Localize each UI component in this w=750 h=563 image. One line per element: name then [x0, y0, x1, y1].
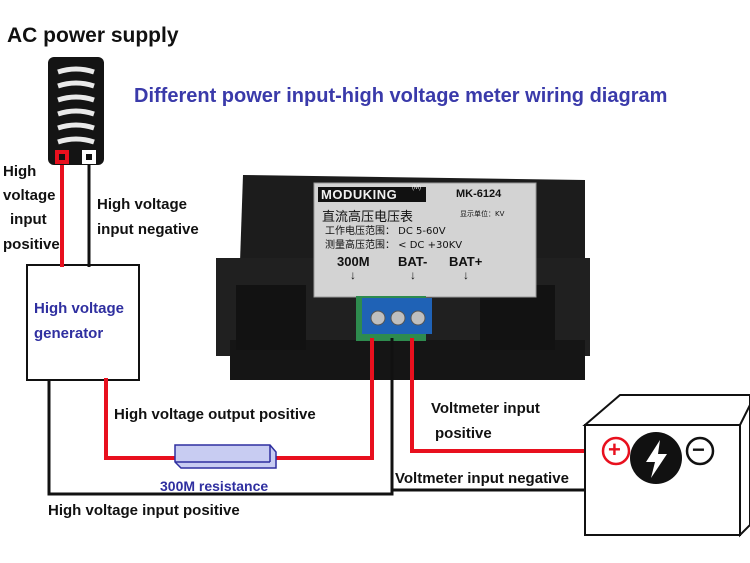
diagram-title: Different power input-high voltage meter… — [134, 85, 668, 107]
terminal-bat-plus-arrow: ↓ — [463, 268, 469, 282]
ac-heater-element — [48, 57, 104, 165]
battery-plus-terminal — [601, 436, 631, 466]
meter-work-voltage: 工作电压范围： DC 5-60V — [325, 226, 446, 237]
terminal-300m-label: 300M — [337, 254, 370, 269]
battery-minus-sign: − — [692, 437, 705, 462]
generator-box — [26, 264, 140, 381]
terminal-bat-minus-label: BAT- — [398, 254, 428, 269]
ac-supply-title: AC power supply — [7, 24, 179, 47]
hv-input-positive-label-2: voltage — [3, 187, 56, 204]
wire-voltmeter-positive — [410, 338, 602, 453]
hv-output-positive-label: High voltage output positive — [114, 406, 316, 423]
meter-brand-mark: (M) — [412, 185, 421, 191]
bottom-input-positive-label: High voltage input positive — [48, 502, 240, 519]
hv-input-positive-label-4: positive — [3, 236, 60, 253]
wire-hv-output-positive — [104, 378, 175, 460]
terminal-bat-plus-label: BAT+ — [449, 254, 483, 269]
battery-box — [582, 394, 750, 538]
hv-input-negative-label-2: input negative — [97, 221, 199, 238]
hv-input-positive-label-1: High — [3, 163, 37, 180]
meter-title: 直流高压电压表 — [322, 210, 414, 225]
resistor-label: 300M resistance — [160, 478, 269, 494]
voltmeter-positive-label-1: Voltmeter input — [431, 400, 540, 417]
hv-input-positive-label-3: input — [10, 211, 47, 228]
meter-device — [216, 175, 590, 380]
terminal-300m-arrow: ↓ — [350, 268, 356, 282]
hv-input-negative-label-1: High voltage — [97, 196, 188, 213]
generator-label-2: generator — [34, 325, 104, 342]
resistor-300m — [174, 444, 277, 469]
meter-unit-note: 显示单位：KV — [460, 210, 505, 218]
terminal-bat-minus-arrow: ↓ — [410, 268, 416, 282]
battery-minus-terminal — [685, 436, 715, 466]
meter-brand: MODUKING — [321, 187, 398, 202]
meter-model: MK-6124 — [456, 188, 502, 200]
generator-label-1: High voltage — [34, 300, 125, 317]
voltmeter-positive-label-2: positive — [435, 425, 492, 442]
voltmeter-negative-label: Voltmeter input negative — [395, 470, 569, 487]
wire-bottom-input — [47, 338, 394, 496]
battery-plus-sign: + — [608, 437, 621, 462]
meter-measure-range: 测量高压范围： < DC +30KV — [325, 240, 463, 251]
wire-resistor-to-meter — [275, 338, 374, 460]
